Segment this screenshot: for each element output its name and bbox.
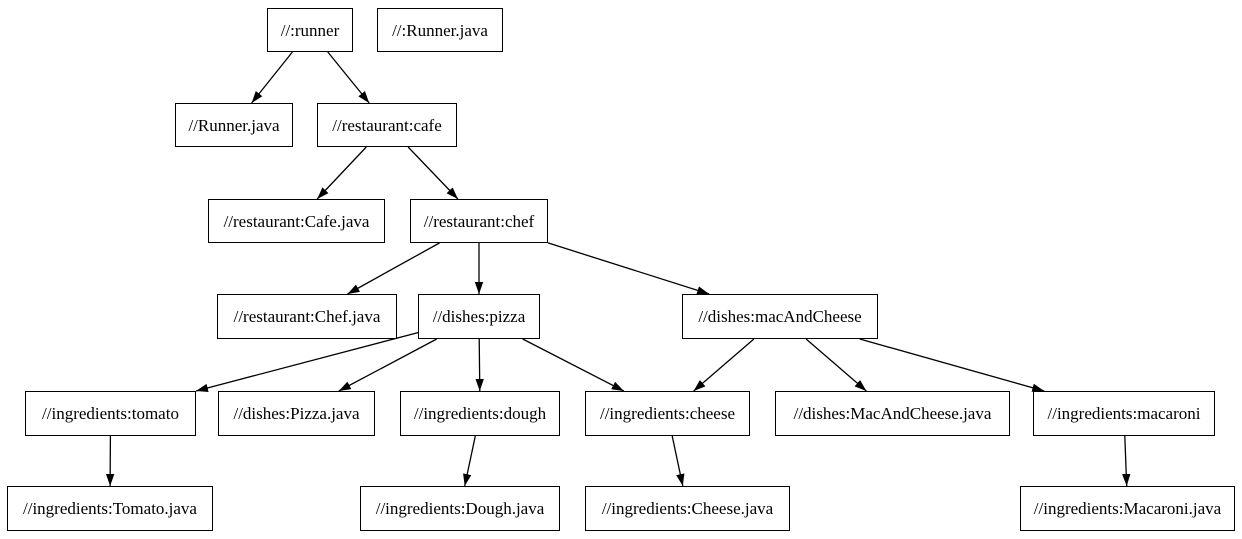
edge-mac-and-cheese-to-macaroni bbox=[859, 338, 1045, 392]
edge-dough-to-dough-java bbox=[463, 435, 476, 487]
graph-node-label: //restaurant:chef bbox=[423, 211, 535, 231]
graph-node-label: //restaurant:cafe bbox=[332, 115, 442, 135]
graph-node-chef-java: //restaurant:Chef.java bbox=[217, 294, 397, 339]
graph-node-mac-and-cheese-java: //dishes:MacAndCheese.java bbox=[775, 391, 1010, 436]
graph-node-label: //ingredients:tomato bbox=[42, 404, 179, 423]
graph-node-label: //Runner.java bbox=[188, 115, 280, 135]
graph-node-runner: //:runner bbox=[267, 8, 353, 52]
graph-node-pizza: //dishes:pizza bbox=[418, 294, 540, 339]
edge-pizza-to-cheese bbox=[522, 338, 625, 392]
graph-node-runner-java-root: //:Runner.java bbox=[377, 8, 503, 52]
graph-node-label: //ingredients:dough bbox=[413, 404, 547, 423]
graph-node-label: //ingredients:Tomato.java bbox=[23, 499, 197, 518]
graph-node-cafe-java: //restaurant:Cafe.java bbox=[208, 199, 385, 243]
edge-runner-to-runner-java bbox=[251, 51, 293, 104]
graph-node-label: //ingredients:cheese bbox=[599, 404, 735, 423]
graph-node-label: //dishes:macAndCheese bbox=[698, 307, 862, 326]
edge-runner-to-cafe bbox=[327, 51, 370, 104]
graph-node-macaroni: //ingredients:macaroni bbox=[1033, 391, 1215, 436]
edge-pizza-to-tomato bbox=[195, 331, 419, 393]
edge-chef-to-chef-java bbox=[347, 242, 440, 295]
edge-chef-to-mac-and-cheese bbox=[547, 242, 710, 295]
graph-node-label: //restaurant:Chef.java bbox=[233, 307, 381, 326]
graph-node-runner-java: //Runner.java bbox=[175, 103, 293, 147]
graph-node-label: //ingredients:macaroni bbox=[1047, 404, 1201, 423]
graph-node-chef: //restaurant:chef bbox=[410, 199, 548, 243]
graph-node-label: //dishes:Pizza.java bbox=[233, 404, 360, 423]
graph-node-tomato-java: //ingredients:Tomato.java bbox=[7, 486, 213, 531]
graph-node-dough-java: //ingredients:Dough.java bbox=[360, 486, 560, 531]
graph-node-cafe: //restaurant:cafe bbox=[317, 103, 457, 147]
edge-cafe-to-chef bbox=[407, 146, 459, 200]
edge-cafe-to-cafe-java bbox=[316, 146, 367, 200]
graph-node-tomato: //ingredients:tomato bbox=[25, 391, 196, 436]
graph-node-dough: //ingredients:dough bbox=[400, 391, 560, 436]
graph-node-cheese-java: //ingredients:Cheese.java bbox=[585, 486, 790, 531]
edge-mac-and-cheese-to-mac-and-cheese-java bbox=[805, 338, 867, 392]
edge-pizza-to-dough bbox=[475, 338, 484, 392]
edge-pizza-to-pizza-java bbox=[338, 338, 438, 392]
edge-cheese-to-cheese-java bbox=[671, 435, 685, 487]
graph-node-mac-and-cheese: //dishes:macAndCheese bbox=[682, 294, 878, 339]
graph-node-cheese: //ingredients:cheese bbox=[585, 391, 750, 436]
graph-node-label: //dishes:pizza bbox=[432, 307, 526, 326]
edge-mac-and-cheese-to-cheese bbox=[693, 338, 755, 392]
graph-node-pizza-java: //dishes:Pizza.java bbox=[218, 391, 375, 436]
graph-node-label: //ingredients:Cheese.java bbox=[601, 499, 774, 518]
graph-node-label: //:runner bbox=[280, 20, 340, 40]
graph-node-label: //:Runner.java bbox=[392, 20, 488, 40]
graph-node-label: //dishes:MacAndCheese.java bbox=[793, 404, 992, 423]
graph-node-macaroni-java: //ingredients:Macaroni.java bbox=[1020, 486, 1235, 531]
graph-node-label: //ingredients:Dough.java bbox=[375, 499, 545, 518]
graph-node-label: //ingredients:Macaroni.java bbox=[1033, 499, 1222, 518]
edge-macaroni-to-macaroni-java bbox=[1122, 435, 1131, 487]
graph-node-label: //restaurant:Cafe.java bbox=[223, 211, 370, 231]
